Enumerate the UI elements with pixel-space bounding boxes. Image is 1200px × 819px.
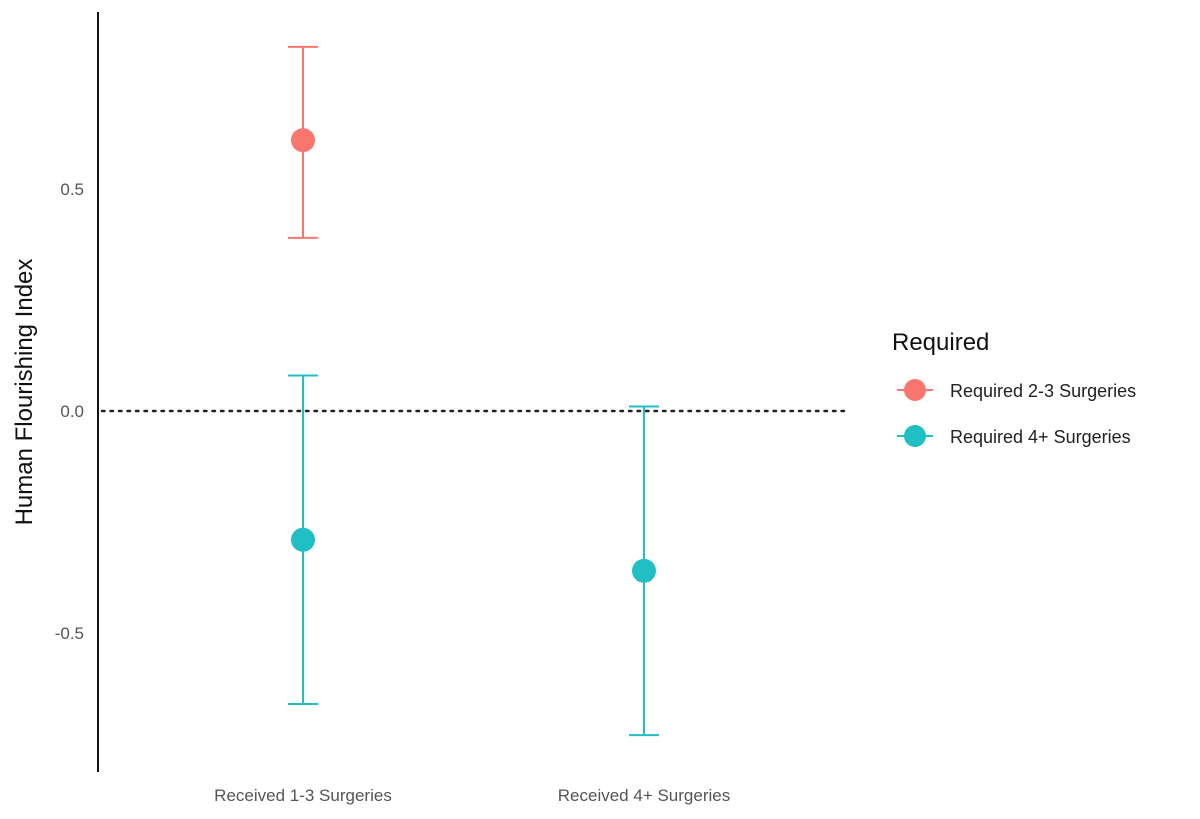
y-tick-label: -0.5	[55, 624, 84, 643]
legend: Required Required 2-3 SurgeriesRequired …	[892, 329, 1136, 447]
y-tick-label: 0.0	[60, 402, 84, 421]
data-point	[632, 558, 656, 583]
x-axis-ticks: Received 1-3 Surgeries Received 4+ Surger…	[214, 786, 730, 805]
legend-title: Required	[892, 329, 989, 356]
y-axis-title: Human Flourishing Index	[11, 259, 38, 526]
legend-label: Required 2-3 Surgeries	[950, 381, 1136, 401]
x-tick-label: Received 4+ Surgeries	[558, 786, 730, 805]
data-point	[291, 128, 315, 153]
plot-area	[100, 45, 852, 737]
data-point	[291, 527, 315, 552]
y-axis-ticks: -0.5 0.0 0.5	[55, 180, 84, 643]
y-tick-label: 0.5	[60, 180, 84, 199]
legend-key-point	[904, 425, 926, 447]
x-tick-label: Received 1-3 Surgeries	[214, 786, 392, 805]
legend-key-point	[904, 379, 926, 401]
legend-label: Required 4+ Surgeries	[950, 427, 1131, 447]
